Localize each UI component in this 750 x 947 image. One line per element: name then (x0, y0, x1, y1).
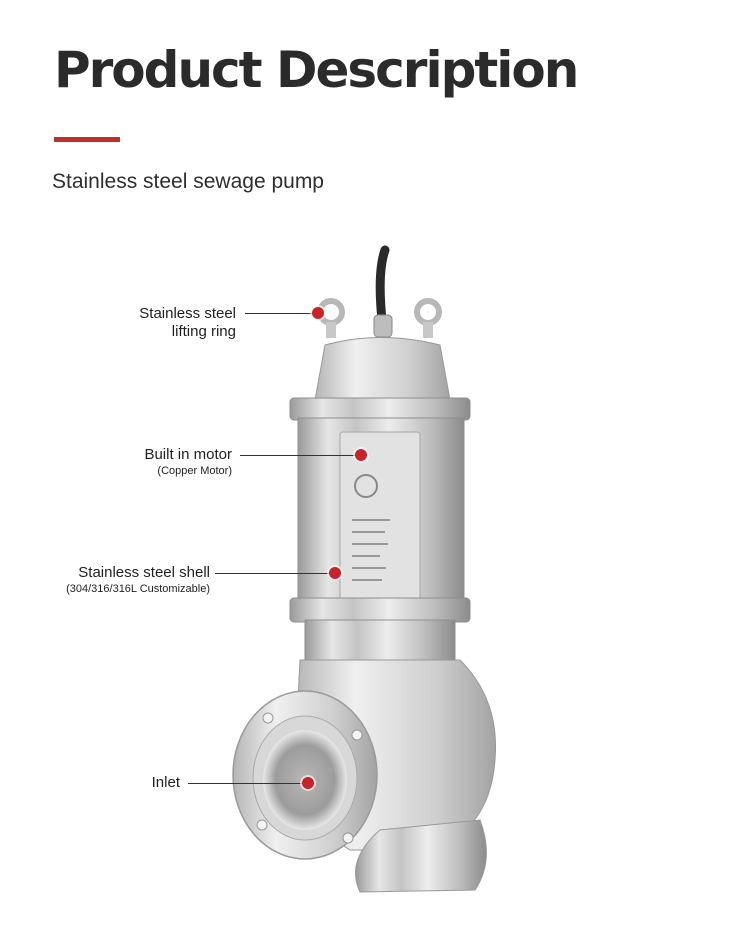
callout-shell-title: Stainless steel shell (78, 564, 210, 581)
callout-motor-title: Built in motor (144, 446, 232, 463)
callout-inlet: Inlet (152, 774, 180, 792)
motor-marker (355, 449, 367, 461)
shell-marker (329, 567, 341, 579)
callout-lifting-ring-line2: lifting ring (171, 323, 236, 340)
product-subtitle: Stainless steel sewage pump (52, 170, 324, 193)
inlet-leader-line (188, 783, 308, 784)
title-accent-bar (54, 137, 120, 142)
motor-leader-line (240, 455, 361, 456)
inlet-marker (302, 777, 314, 789)
callout-inlet-title: Inlet (151, 774, 180, 791)
shell-leader-line (215, 573, 335, 574)
callout-motor-note: (Copper Motor) (157, 465, 232, 477)
page-title: Product Description (54, 41, 579, 99)
lifting-ring-leader-line (245, 313, 318, 314)
callout-shell-note: (304/316/316L Customizable) (66, 583, 210, 595)
callout-lifting-ring-line1: Stainless steel (139, 305, 236, 322)
lifting-ring-marker (312, 307, 324, 319)
callout-lifting-ring: Stainless steel lifting ring (139, 305, 236, 341)
callout-shell: Stainless steel shell (304/316/316L Cust… (66, 564, 210, 596)
callout-motor: Built in motor (Copper Motor) (144, 446, 232, 478)
